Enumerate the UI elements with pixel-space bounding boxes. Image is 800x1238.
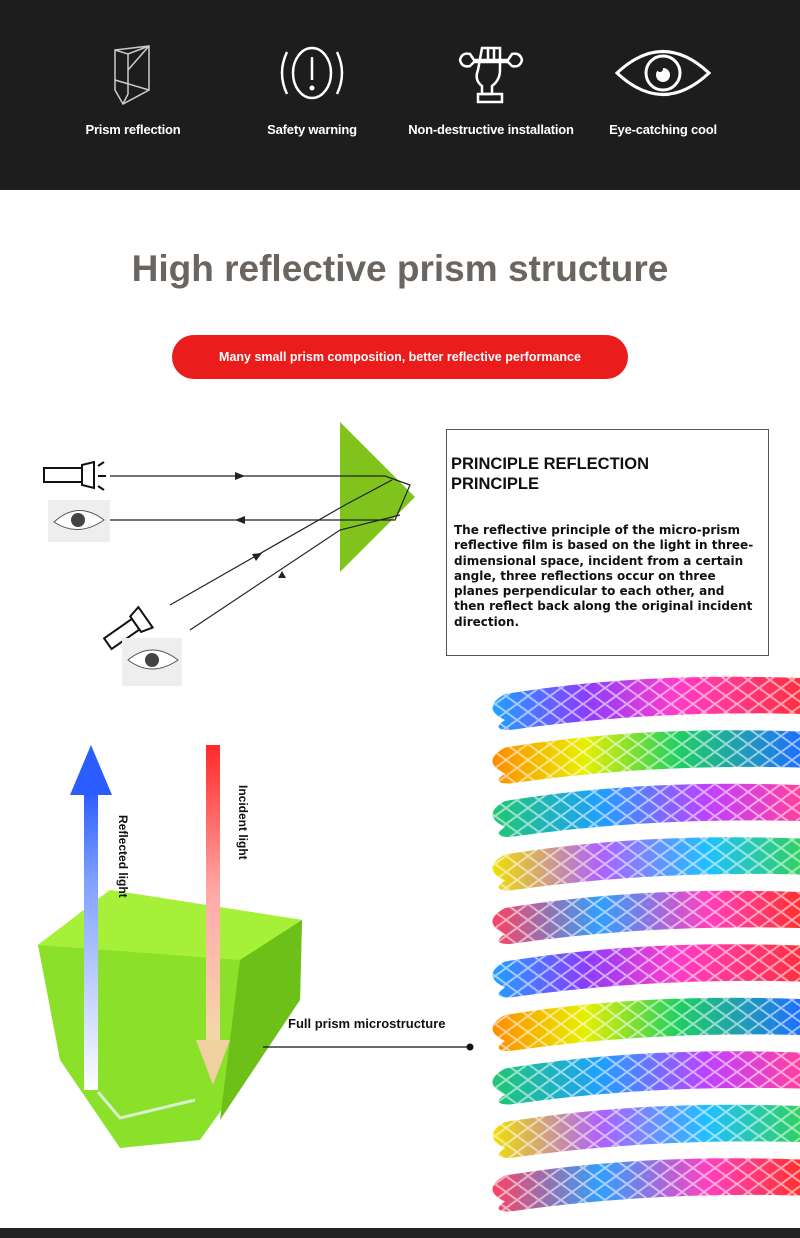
flashlight-icon [102, 605, 155, 651]
reflective-strip [492, 997, 800, 1051]
feature-label: Non-destructive installation [408, 122, 574, 137]
prism-triangle [340, 422, 415, 572]
feature-bar: Prism reflection Safety warning Non-dest… [0, 0, 800, 190]
feature-installation: Non-destructive installation [401, 40, 581, 137]
reflected-light-label: Reflected light [116, 815, 130, 898]
reflective-strip [492, 1104, 800, 1158]
eye-icon [48, 500, 110, 542]
reflective-strip [492, 890, 800, 944]
prism-microstructure-diagram [38, 676, 800, 1212]
incident-light-label: Incident light [236, 785, 250, 860]
principle-body: The reflective principle of the micro-pr… [454, 523, 754, 629]
prism-icon [114, 45, 150, 106]
microstructure-label: Full prism microstructure [288, 1016, 446, 1031]
feature-prism: Prism reflection [43, 40, 223, 137]
reflective-strip [492, 837, 800, 891]
bottom-bar [0, 1228, 800, 1238]
feature-safety: Safety warning [222, 40, 402, 137]
banner-pill: Many small prism composition, better ref… [172, 335, 628, 379]
incident-light-arrow [206, 745, 220, 1045]
reflective-strip [492, 1051, 800, 1105]
feature-eye: Eye-catching cool [573, 40, 753, 137]
feature-label: Eye-catching cool [609, 122, 717, 137]
reflection-diagram [43, 422, 415, 686]
principle-heading: PRINCIPLE REFLECTION PRINCIPLE [451, 455, 650, 493]
reflective-strip [492, 944, 800, 998]
feature-label: Safety warning [267, 122, 357, 137]
feature-label: Prism reflection [85, 122, 181, 137]
reflective-strips [492, 676, 800, 1212]
flashlight-icon [43, 460, 106, 491]
reflective-strip [492, 783, 800, 837]
reflective-strip [492, 1158, 800, 1212]
reflective-strip [492, 730, 800, 784]
eye-icon [122, 638, 182, 686]
warning-icon [280, 46, 344, 100]
eye-icon [614, 50, 712, 96]
reflective-strip [492, 676, 800, 730]
reflected-light-arrow [84, 790, 98, 1090]
wrench-hand-icon [458, 46, 524, 104]
principle-box: PRINCIPLE REFLECTION PRINCIPLE The refle… [446, 429, 769, 656]
page-title: High reflective prism structure [131, 248, 669, 289]
